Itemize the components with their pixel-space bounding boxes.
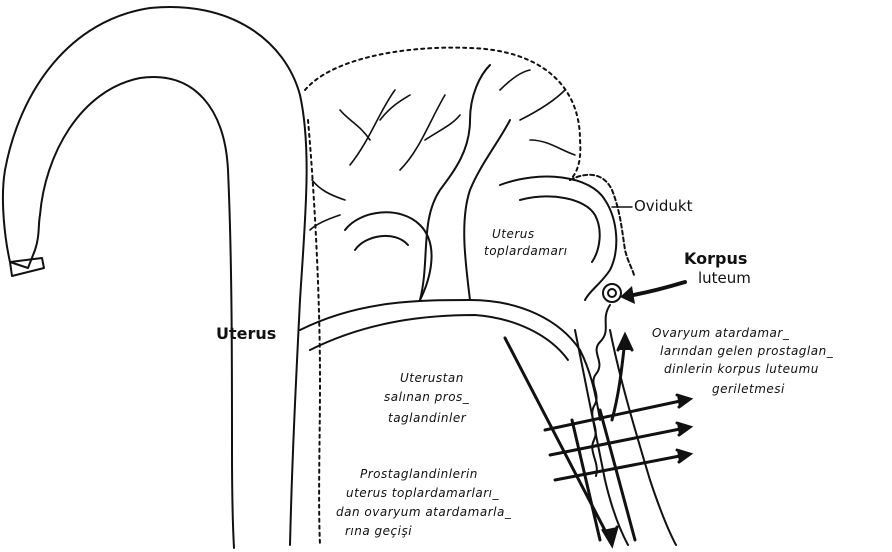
label-uterus-vein-1: Uterus — [492, 228, 535, 242]
uterus-horn-outer — [5, 7, 307, 545]
label-uterus: Uterus — [216, 325, 276, 343]
label-uterus-vein-2: toplardamarı — [484, 245, 568, 259]
ovarian-artery — [592, 305, 610, 476]
label-transfer-4: rına geçişi — [345, 525, 412, 539]
vessel-ascending-right — [464, 120, 510, 300]
label-ovary-artery-3: dinlerin korpus luteumu — [664, 363, 819, 377]
ascending-arrow-head — [618, 335, 632, 350]
label-uterus-pg-3: taglandinler — [388, 412, 466, 426]
cross-arrow-3 — [555, 455, 685, 480]
vessel-loop-left — [345, 212, 432, 300]
uterine-vein-trunk-inner — [310, 315, 568, 360]
cross-arrow-2 — [550, 428, 685, 455]
label-transfer-3: dan ovaryum atardamarla_ — [336, 506, 511, 520]
uterus-horn-tip — [3, 170, 40, 268]
oviduct — [570, 175, 634, 275]
label-uterus-pg-1: Uterustan — [400, 372, 464, 386]
label-ovary-artery-1: Ovaryum atardamar_ — [652, 327, 789, 341]
corpus-luteum-core — [608, 289, 616, 297]
label-transfer-1: Prostaglandinlerin — [360, 468, 478, 482]
label-korpus-1: Korpus — [684, 250, 747, 268]
broad-ligament-outline — [305, 48, 580, 180]
label-ovidukt: Ovidukt — [634, 198, 692, 215]
label-ovary-artery-4: geriletmesi — [712, 383, 785, 397]
vessel-loop-left-inner — [355, 236, 408, 250]
label-ovary-artery-2: larından gelen prostaglan_ — [660, 345, 833, 359]
label-korpus-2: luteum — [698, 270, 751, 287]
label-transfer-2: uterus toplardamarları_ — [346, 487, 499, 501]
corpus-luteum-arrow — [620, 282, 685, 304]
corpus-luteum — [603, 284, 621, 302]
uterus-horn-inner — [40, 77, 234, 548]
descending-arrow-head — [603, 527, 617, 545]
broad-ligament-left-edge — [308, 120, 320, 545]
vessel-branches-top — [310, 70, 575, 230]
ovarian-vein-channel — [575, 330, 628, 545]
label-uterus-pg-2: salınan pros_ — [384, 391, 469, 405]
